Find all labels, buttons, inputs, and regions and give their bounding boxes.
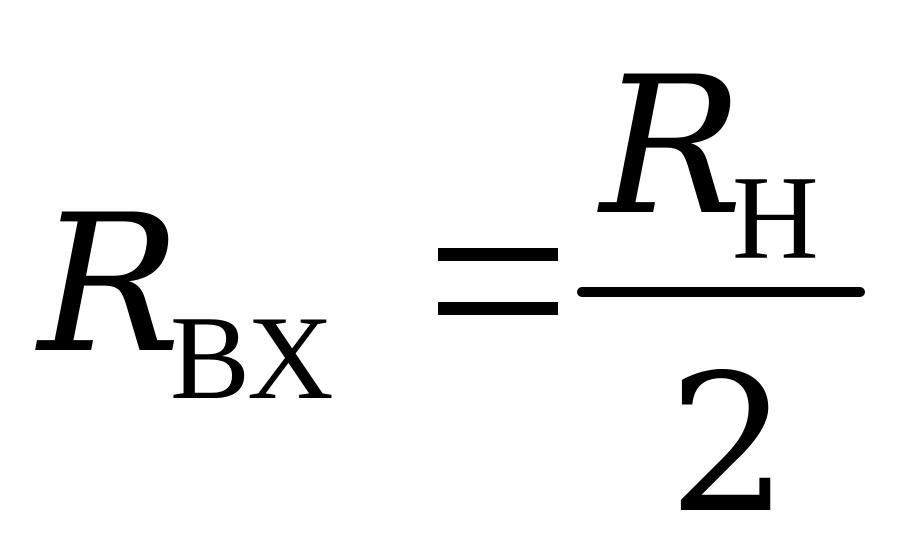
equals-sign-top-bar <box>438 248 558 261</box>
lhs-variable-r: R <box>38 174 182 395</box>
lhs-subscript: ВХ <box>170 291 334 424</box>
equals-sign-bottom-bar <box>438 302 558 315</box>
numerator-subscript: Н <box>732 151 819 284</box>
fraction-bar <box>577 287 865 297</box>
denominator: 2 <box>668 334 789 549</box>
numerator-variable-r: R <box>600 36 744 257</box>
